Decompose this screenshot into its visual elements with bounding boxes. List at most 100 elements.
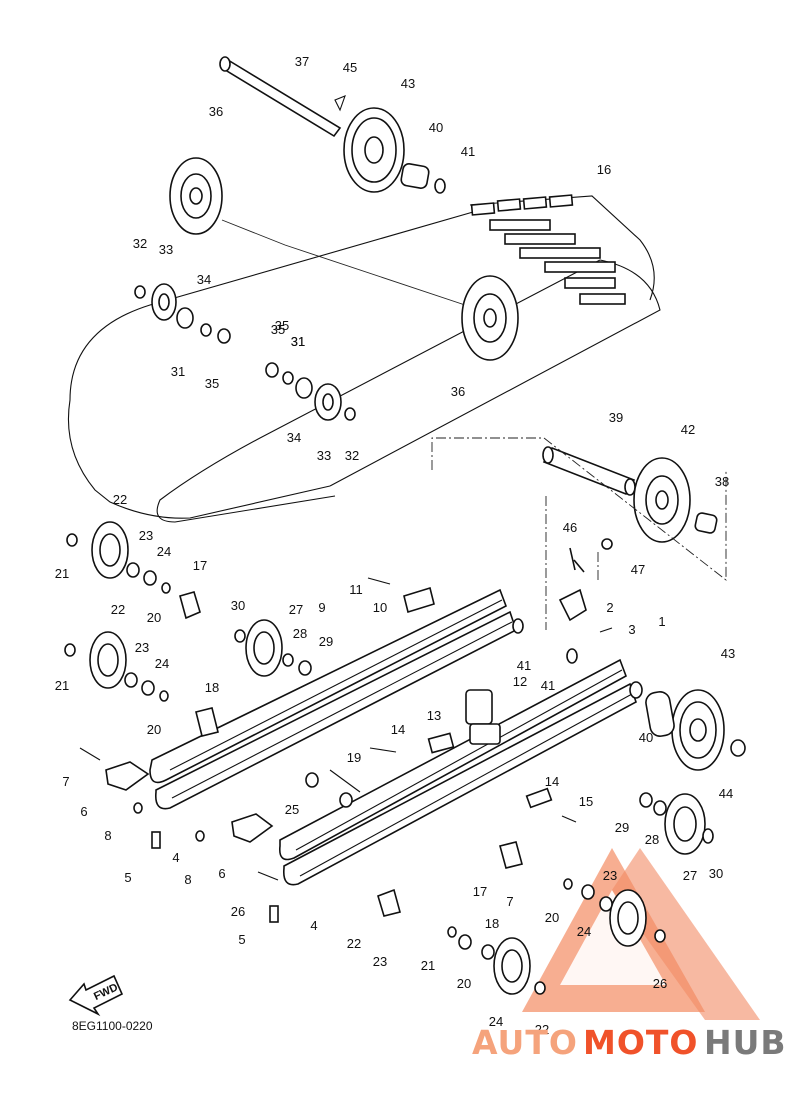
callout-label: 35 xyxy=(271,322,285,337)
collar-38 xyxy=(694,512,718,534)
wheel-36-left xyxy=(169,157,223,235)
wheel-22-upper xyxy=(66,521,171,594)
front-axle-39 xyxy=(542,446,636,496)
callout-label: 29 xyxy=(615,820,629,835)
callout-label: 7 xyxy=(62,774,69,789)
callout-label: 33 xyxy=(159,242,173,257)
callout-label: 31 xyxy=(171,364,185,379)
callout-label: 23 xyxy=(135,640,149,655)
callout-label: 27 xyxy=(289,602,303,617)
callout-label: 20 xyxy=(545,910,559,925)
callout-label: 23 xyxy=(603,868,617,883)
callout-label: 30 xyxy=(231,598,245,613)
callout-label: 28 xyxy=(645,832,659,847)
stopper-12 xyxy=(465,689,501,745)
rear-axle-shaft xyxy=(219,56,346,138)
callout-label: 17 xyxy=(473,884,487,899)
callout-label: 40 xyxy=(639,730,653,745)
callout-label: 5 xyxy=(238,932,245,947)
callout-label: 20 xyxy=(147,722,161,737)
bearing-parts-center xyxy=(265,362,356,421)
fwd-arrow: FWD xyxy=(68,974,124,1017)
callout-label: 29 xyxy=(319,634,333,649)
bearing-parts-left xyxy=(134,283,231,344)
sprocket-43-right xyxy=(512,618,746,771)
sprocket-43-top xyxy=(343,107,405,193)
callout-label: 36 xyxy=(209,104,223,119)
watermark-text: AUTO MOTO HUB xyxy=(472,1023,787,1062)
callout-label: 22 xyxy=(111,602,125,617)
plate-14 xyxy=(427,732,553,809)
callout-label: 10 xyxy=(373,600,387,615)
callout-label: 23 xyxy=(373,954,387,969)
watermark-auto: AUTO xyxy=(472,1023,578,1062)
callout-label: 4 xyxy=(172,850,179,865)
callout-label: 28 xyxy=(293,626,307,641)
callout-label: 41 xyxy=(541,678,555,693)
callout-label: 24 xyxy=(155,656,169,671)
wheel-22-middle xyxy=(64,631,169,702)
callout-label: 8 xyxy=(104,828,111,843)
callout-label: 22 xyxy=(113,492,127,507)
slide-rail-right xyxy=(278,658,637,886)
callout-label: 18 xyxy=(485,916,499,931)
callout-label: 21 xyxy=(55,678,69,693)
callout-label: 14 xyxy=(391,722,405,737)
callout-label: 26 xyxy=(231,904,245,919)
wheel-27-left xyxy=(234,619,312,677)
callout-label: 41 xyxy=(461,144,475,159)
callout-label: 7 xyxy=(506,894,513,909)
callout-label: 42 xyxy=(681,422,695,437)
callout-label: 20 xyxy=(147,610,161,625)
wheel-27-right xyxy=(639,792,714,855)
callout-label: 35 xyxy=(205,376,219,391)
arm-17-lower xyxy=(499,841,523,869)
slide-rail-left xyxy=(149,588,517,810)
callout-label: 2 xyxy=(606,600,613,615)
callout-label: 37 xyxy=(295,54,309,69)
callout-label: 3 xyxy=(628,622,635,637)
callout-label: 27 xyxy=(683,868,697,883)
watermark-hub: HUB xyxy=(704,1023,787,1062)
callout-label: 22 xyxy=(535,1022,549,1037)
callout-label: 30 xyxy=(709,866,723,881)
wheel-22-right xyxy=(563,878,666,947)
callout-label: 33 xyxy=(317,448,331,463)
callout-label: 36 xyxy=(451,384,465,399)
bolts xyxy=(79,747,577,923)
callout-label: 31 xyxy=(291,334,305,349)
wheel-22-lower xyxy=(447,926,546,995)
callout-label: 46 xyxy=(563,520,577,535)
callout-label: 23 xyxy=(139,528,153,543)
callout-label: 39 xyxy=(609,410,623,425)
callout-label: 5 xyxy=(124,870,131,885)
arm-18-mid xyxy=(195,707,219,737)
callout-label: 18 xyxy=(205,680,219,695)
callout-label: 44 xyxy=(719,786,733,801)
callout-label: 32 xyxy=(133,236,147,251)
callout-label: 1 xyxy=(658,614,665,629)
callout-label: 20 xyxy=(457,976,471,991)
callout-label: 47 xyxy=(631,562,645,577)
callout-label: 6 xyxy=(218,866,225,881)
watermark-moto: MOTO xyxy=(583,1023,698,1062)
callout-label: 43 xyxy=(401,76,415,91)
track-belt xyxy=(67,194,661,523)
callout-label: 34 xyxy=(197,272,211,287)
slider-6-lower xyxy=(231,813,274,843)
callout-label: 26 xyxy=(653,976,667,991)
callout-label: 11 xyxy=(349,582,363,597)
arm-17-upper xyxy=(179,591,201,620)
callout-label: 14 xyxy=(545,774,559,789)
callout-label: 40 xyxy=(429,120,443,135)
callout-label: 21 xyxy=(55,566,69,581)
callout-label: 22 xyxy=(347,936,361,951)
wheel-36-center xyxy=(461,275,519,361)
callout-label: 45 xyxy=(343,60,357,75)
arm-18-lower xyxy=(377,888,401,917)
callout-label: 16 xyxy=(597,162,611,177)
callout-label: 8 xyxy=(184,872,191,887)
callout-label: 24 xyxy=(489,1014,503,1029)
